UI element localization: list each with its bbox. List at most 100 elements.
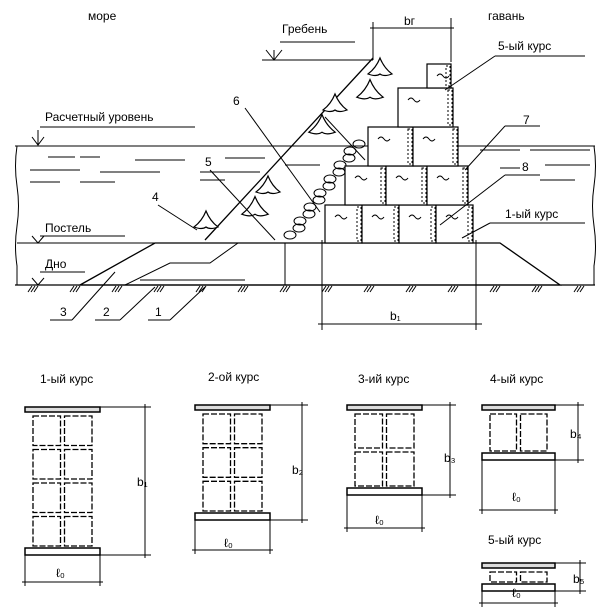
ground-hatch — [282, 285, 288, 293]
ground-hatch — [117, 285, 123, 293]
crest-label: Гребень — [282, 22, 327, 36]
design-level-label: Расчетный уровень — [45, 110, 153, 124]
ground-hatch — [240, 285, 246, 293]
cell — [519, 571, 548, 583]
ground-hatch — [531, 285, 537, 293]
stone — [283, 230, 297, 240]
callouts: 5-ый курс 1-ый курс 7 8 6 5 4 3 2 1 — [50, 39, 585, 321]
ground-hatch — [114, 285, 120, 293]
cell — [202, 413, 232, 445]
bottom-slab — [24, 547, 101, 556]
ground-hatch — [321, 285, 327, 293]
bottom-slab — [194, 512, 271, 521]
water-area — [15, 145, 596, 285]
cell — [233, 447, 263, 478]
cell — [63, 415, 93, 447]
ground-hatch — [453, 285, 459, 293]
aggregate-mark — [408, 214, 422, 220]
section2-height-label: b₂ — [292, 463, 304, 477]
ground-hatch — [156, 285, 162, 293]
tetrapod-icon — [366, 56, 394, 77]
bottom-slab — [481, 452, 556, 461]
ground-hatch — [324, 285, 330, 293]
section5-height-label: b₅ — [573, 572, 585, 586]
stone — [312, 195, 326, 205]
ground-hatch — [75, 285, 81, 293]
stone — [343, 146, 357, 156]
stone — [322, 181, 336, 191]
section-title-5: 5-ый курс — [488, 533, 541, 547]
block-wall — [356, 206, 362, 242]
callout-6: 6 — [233, 94, 240, 108]
tetrapod-icon — [355, 77, 385, 100]
design-level-marker: Расчетный уровень — [31, 110, 195, 146]
course5-callout: 5-ый курс — [498, 39, 551, 53]
top-slab — [346, 404, 423, 411]
base-width-label: b₁ — [390, 309, 401, 323]
cell — [519, 413, 548, 452]
ground-hatch — [201, 285, 207, 293]
ground-hatch — [405, 285, 411, 293]
ground-hatch — [195, 285, 201, 293]
block-wall — [407, 128, 413, 165]
course-section — [344, 402, 456, 532]
ground-hatch — [363, 285, 369, 293]
ground-hatch — [285, 285, 291, 293]
ground-hatch — [198, 285, 204, 293]
ground-hatch — [243, 285, 249, 293]
tetrapod-icon — [254, 174, 282, 195]
section1-height-label: b₁ — [137, 475, 148, 489]
block-wall — [462, 167, 468, 204]
ground-hatch — [72, 285, 78, 293]
concrete-block — [324, 204, 363, 244]
tetrapod-icon — [240, 194, 270, 217]
cell — [385, 451, 415, 487]
aggregate-mark — [436, 175, 450, 181]
section-title-2: 2-ой курс — [208, 370, 259, 384]
stone — [313, 188, 327, 198]
ground-hatch — [573, 285, 579, 293]
ground-hatch — [411, 285, 417, 293]
crest-width-dimension: bг — [370, 14, 454, 62]
block-wall — [467, 206, 473, 242]
top-slab — [194, 404, 271, 411]
ground-hatch — [153, 285, 159, 293]
aggregate-mark — [436, 73, 450, 79]
cell — [32, 482, 62, 514]
course-section — [479, 402, 584, 514]
cell — [354, 451, 384, 487]
callout-2: 2 — [103, 305, 110, 319]
ground-hatch — [408, 285, 414, 293]
aggregate-mark — [354, 175, 368, 181]
concrete-block — [367, 126, 414, 167]
section3-height-label: b₃ — [444, 451, 456, 465]
bottom-slab — [346, 487, 423, 496]
crest-level-marker: Гребень — [262, 22, 373, 61]
stone — [302, 209, 316, 219]
stone — [333, 160, 347, 170]
callout-1: 1 — [155, 305, 162, 319]
ground-hatch — [369, 285, 375, 293]
ground-hatch — [366, 285, 372, 293]
ground-hatch — [69, 285, 75, 293]
concrete-block — [426, 63, 452, 89]
cell — [202, 480, 232, 512]
cell — [202, 447, 232, 478]
section-title-4: 4-ый курс — [490, 372, 543, 386]
stone — [342, 153, 356, 163]
ground-hatch — [492, 285, 498, 293]
tetrapod-icon — [321, 92, 349, 113]
callout-4: 4 — [152, 190, 159, 204]
concrete-block — [412, 126, 459, 167]
aggregate-mark — [371, 214, 385, 220]
bottom-slab — [481, 583, 556, 592]
harbor-label: гавань — [488, 9, 525, 23]
bed-level-marker: Постель — [17, 221, 155, 244]
section-title-1: 1-ый курс — [40, 372, 93, 386]
top-slab — [24, 406, 101, 413]
cell — [32, 448, 62, 480]
bed-label: Постель — [45, 221, 91, 235]
ground-hatch — [33, 285, 39, 293]
aggregate-mark — [377, 136, 391, 142]
aggregate-mark — [395, 175, 409, 181]
